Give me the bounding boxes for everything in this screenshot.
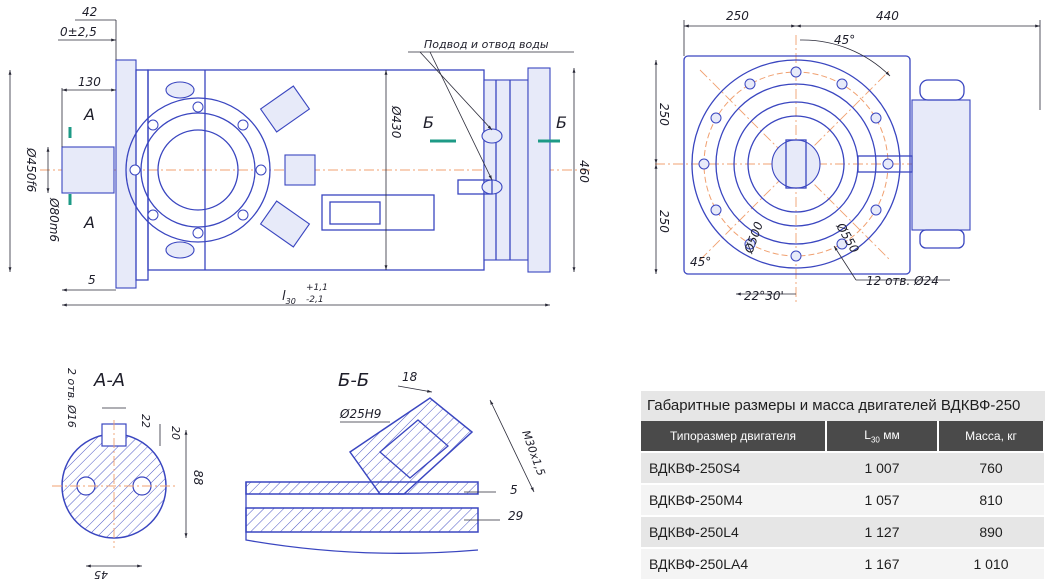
row-mass: 760 xyxy=(938,451,1044,484)
dim-l30: l30 xyxy=(282,289,296,306)
row-type: ВДКВФ-250M4 xyxy=(641,483,826,516)
dim-dia430: Ø430 xyxy=(389,105,403,139)
dim-0-25: 0±2,5 xyxy=(60,25,97,39)
dim-250-top: 250 xyxy=(726,9,749,23)
row-l30: 1 057 xyxy=(826,483,938,516)
section-bb: Б-Б 18 Ø25H9 M30x1,5 5 29 xyxy=(245,370,548,554)
dim-250-left: 250 xyxy=(657,103,671,126)
dim-440: 440 xyxy=(876,9,899,23)
holes-note: 12 отв. Ø24 xyxy=(866,274,939,288)
dim-250-lower: 250 xyxy=(657,210,671,233)
row-mass: 1 010 xyxy=(938,547,1044,579)
table-header-row: Типоразмер двигателя L30 мм Масса, кг xyxy=(641,421,1045,452)
dim-5: 5 xyxy=(88,273,96,287)
section-aa-holes-note: 2 отв. Ø16 xyxy=(65,368,78,428)
section-a-top-label: А xyxy=(83,105,95,124)
dim-aa-22: 22 xyxy=(139,414,152,428)
row-type: ВДКВФ-250L4 xyxy=(641,515,826,548)
row-mass: 810 xyxy=(938,483,1044,516)
dim-130: 130 xyxy=(78,75,101,89)
dim-aa-88: 88 xyxy=(191,470,205,486)
side-view: 250 440 45° 250 250 45° 22°30' Ø500 Ø550… xyxy=(654,9,1041,305)
dim-tol-plus: +1,1 xyxy=(306,283,328,293)
row-l30: 1 167 xyxy=(826,547,938,579)
table-caption: Габаритные размеры и масса двигателей ВД… xyxy=(641,391,1045,421)
dim-bb-29: 29 xyxy=(508,509,523,523)
dim-22-30: 22°30' xyxy=(744,289,784,303)
section-bb-title: Б-Б xyxy=(338,370,369,391)
dim-460: 460 xyxy=(577,160,591,183)
section-aa-title: А-А xyxy=(93,370,125,391)
dim-aa-45: 45 xyxy=(94,568,108,581)
header-type: Типоразмер двигателя xyxy=(641,421,827,452)
dim-bb-18: 18 xyxy=(402,370,418,384)
row-type: ВДКВФ-250LA4 xyxy=(641,547,826,579)
row-type: ВДКВФ-250S4 xyxy=(641,451,826,484)
section-aa: А-А 2 отв. Ø16 22 20 88 45 xyxy=(52,368,205,581)
dim-bb-5: 5 xyxy=(510,483,518,497)
section-a-bottom-label: А xyxy=(83,213,95,232)
dim-tol-minus: -2,1 xyxy=(306,295,324,305)
water-note: Подвод и отвод воды xyxy=(424,38,549,51)
row-mass: 890 xyxy=(938,515,1044,548)
section-b-right-label: Б xyxy=(556,113,567,132)
terminal-box xyxy=(125,81,316,259)
row-l30: 1 007 xyxy=(826,451,938,484)
front-view: А А Б Б 42 0±2,5 130 Ø450f6 Ø80m6 5 l30 … xyxy=(8,5,591,307)
header-mass: Масса, кг xyxy=(938,421,1045,452)
dim-45-bottom: 45° xyxy=(690,255,711,269)
spec-table: Типоразмер двигателя L30 мм Масса, кг ВД… xyxy=(641,421,1045,579)
section-b-left-label: Б xyxy=(423,113,434,132)
dim-dia450: Ø450f6 xyxy=(24,147,38,193)
dim-45-top: 45° xyxy=(834,33,855,47)
dim-aa-20: 20 xyxy=(169,426,182,440)
row-l30: 1 127 xyxy=(826,515,938,548)
dim-dia80: Ø80m6 xyxy=(47,197,61,242)
dim-42: 42 xyxy=(82,5,97,19)
header-l30: L30 мм xyxy=(826,421,939,452)
dim-bb-dia25: Ø25H9 xyxy=(339,407,381,421)
